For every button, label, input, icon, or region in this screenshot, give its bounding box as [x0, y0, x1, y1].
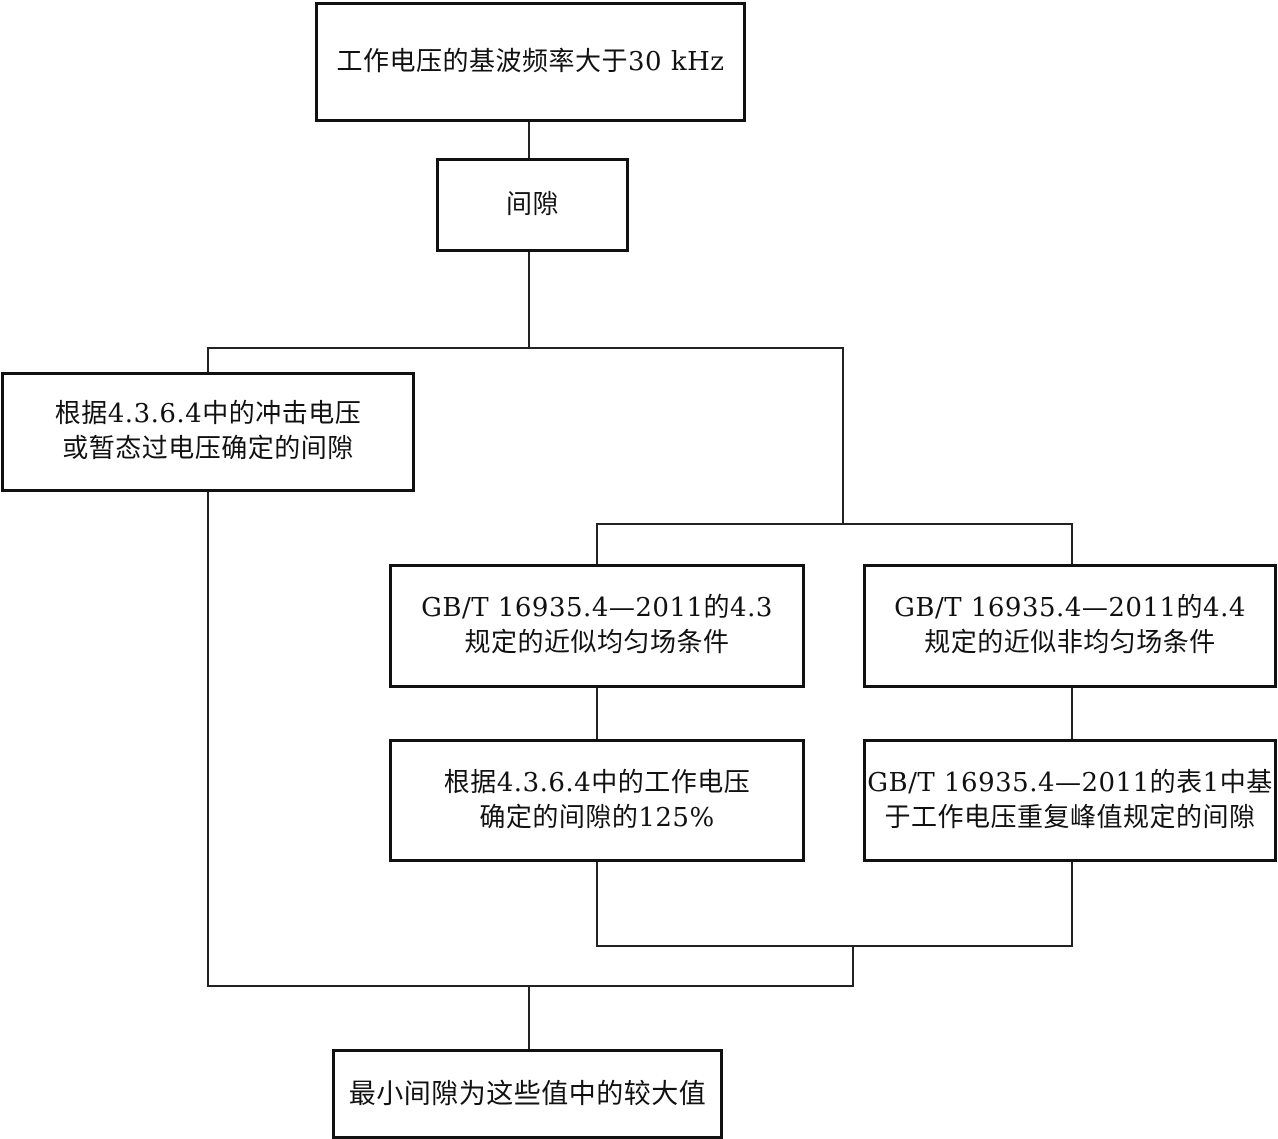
node-working-voltage-125-percent: 根据4.3.6.4中的工作电压 确定的间隙的125%: [389, 739, 805, 862]
node-impulse-transient-gap-line1: 根据4.3.6.4中的冲击电压: [54, 399, 362, 429]
node-frequency-condition: 工作电压的基波频率大于30 kHz: [315, 2, 746, 122]
node-working-voltage-125-percent-line2: 确定的间隙的125%: [479, 802, 715, 833]
node-frequency-condition-text: 工作电压的基波频率大于30 kHz: [336, 46, 725, 77]
node-uniform-field-condition-line1: GB/T 16935.4—2011的4.3: [421, 593, 773, 623]
node-table1-recurring-peak-gap: GB/T 16935.4—2011的表1中基 于工作电压重复峰值规定的间隙: [863, 739, 1277, 862]
node-uniform-field-condition: GB/T 16935.4—2011的4.3 规定的近似均匀场条件: [389, 564, 805, 688]
node-table1-recurring-peak-gap-line2: 于工作电压重复峰值规定的间隙: [884, 802, 1256, 833]
node-gap: 间隙: [436, 158, 629, 252]
node-nonuniform-field-condition-line1: GB/T 16935.4—2011的4.4: [894, 593, 1246, 623]
node-working-voltage-125-percent-line1: 根据4.3.6.4中的工作电压: [443, 767, 751, 798]
node-uniform-field-condition-line2: 规定的近似均匀场条件: [464, 628, 730, 658]
node-table1-recurring-peak-gap-line1: GB/T 16935.4—2011的表1中基: [867, 767, 1273, 798]
node-impulse-transient-gap-line2: 或暂态过电压确定的间隙: [62, 434, 354, 464]
node-gap-text: 间隙: [505, 189, 559, 220]
node-minimum-gap-result: 最小间隙为这些值中的较大值: [332, 1049, 723, 1139]
node-impulse-transient-gap: 根据4.3.6.4中的冲击电压 或暂态过电压确定的间隙: [1, 372, 415, 492]
node-nonuniform-field-condition-line2: 规定的近似非均匀场条件: [924, 628, 1216, 658]
node-minimum-gap-result-text: 最小间隙为这些值中的较大值: [348, 1078, 707, 1110]
node-nonuniform-field-condition: GB/T 16935.4—2011的4.4 规定的近似非均匀场条件: [863, 564, 1277, 688]
